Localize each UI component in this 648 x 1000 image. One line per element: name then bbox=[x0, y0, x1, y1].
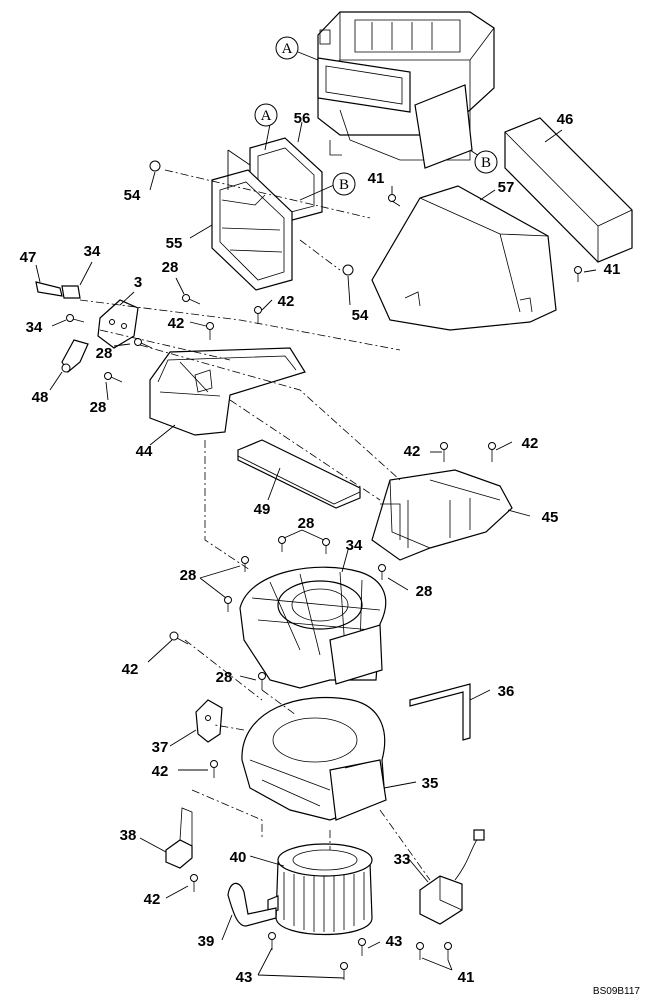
filter-49 bbox=[237, 439, 361, 509]
callout-57: 57 bbox=[498, 179, 515, 196]
callout-28: 28 bbox=[90, 399, 107, 416]
callout-41: 41 bbox=[458, 969, 475, 986]
ref-letter: A bbox=[261, 108, 272, 124]
callout-43: 43 bbox=[386, 933, 403, 950]
callout-42: 42 bbox=[144, 891, 161, 908]
drain-hose bbox=[227, 882, 277, 927]
ref-letter: B bbox=[339, 177, 349, 193]
ref-circle-b-top: B bbox=[474, 150, 498, 174]
callout-54: 54 bbox=[352, 307, 369, 324]
callout-47: 47 bbox=[20, 249, 37, 266]
leader-lines bbox=[35, 51, 597, 979]
callout-35: 35 bbox=[422, 775, 439, 792]
callout-28: 28 bbox=[96, 345, 113, 362]
callout-41: 41 bbox=[368, 170, 385, 187]
callout-33: 33 bbox=[394, 851, 411, 868]
damper-frame bbox=[149, 347, 306, 436]
ref-letter: A bbox=[282, 41, 293, 57]
callout-34: 34 bbox=[26, 319, 43, 336]
callout-42: 42 bbox=[168, 315, 185, 332]
assembly-lines bbox=[79, 169, 431, 881]
clip-48 bbox=[61, 339, 89, 373]
callout-42: 42 bbox=[404, 443, 421, 460]
callout-49: 49 bbox=[254, 501, 271, 518]
callout-42: 42 bbox=[152, 763, 169, 780]
callout-43: 43 bbox=[236, 969, 253, 986]
callout-54: 54 bbox=[124, 187, 141, 204]
blower-motor bbox=[267, 843, 373, 936]
callout-46: 46 bbox=[557, 111, 574, 128]
callout-28: 28 bbox=[180, 567, 197, 584]
reference-markers: A A B B bbox=[254, 36, 498, 196]
callout-44: 44 bbox=[136, 443, 153, 460]
callout-labels: 46 56 54 41 57 55 41 54 47 34 3 28 42 34… bbox=[20, 110, 621, 986]
bracket-3 bbox=[97, 299, 139, 349]
callout-48: 48 bbox=[32, 389, 49, 406]
callout-28: 28 bbox=[298, 515, 315, 532]
callout-37: 37 bbox=[152, 739, 169, 756]
bracket-38 bbox=[165, 807, 193, 869]
screws bbox=[66, 160, 582, 980]
callout-45: 45 bbox=[542, 509, 559, 526]
diagram-code: BS09B117 bbox=[593, 986, 641, 997]
ref-circle-a-top: A bbox=[275, 36, 299, 60]
upper-blower-case bbox=[239, 566, 387, 689]
callout-28: 28 bbox=[216, 669, 233, 686]
callout-42: 42 bbox=[278, 293, 295, 310]
callout-3: 3 bbox=[134, 274, 142, 291]
ref-circle-b-filter: B bbox=[332, 172, 356, 196]
damper-housing bbox=[371, 469, 513, 561]
bracket-37 bbox=[195, 699, 223, 743]
inlet-duct bbox=[371, 185, 557, 331]
callout-36: 36 bbox=[498, 683, 515, 700]
callout-42: 42 bbox=[522, 435, 539, 452]
air-filter bbox=[504, 117, 633, 263]
callout-56: 56 bbox=[294, 110, 311, 127]
callout-38: 38 bbox=[120, 827, 137, 844]
callout-40: 40 bbox=[230, 849, 247, 866]
callout-34: 34 bbox=[84, 243, 101, 260]
callout-34: 34 bbox=[346, 537, 363, 554]
callout-28: 28 bbox=[416, 583, 433, 600]
heater-core-housing bbox=[317, 11, 495, 169]
ref-circle-a-filter: A bbox=[254, 103, 278, 127]
callout-41: 41 bbox=[604, 261, 621, 278]
ref-letter: B bbox=[481, 155, 491, 171]
blower-resistor bbox=[419, 829, 485, 925]
filter-frame bbox=[211, 137, 323, 291]
callout-28: 28 bbox=[162, 259, 179, 276]
lower-blower-case bbox=[241, 696, 387, 821]
seal-36 bbox=[409, 683, 471, 741]
callout-42: 42 bbox=[122, 661, 139, 678]
callout-55: 55 bbox=[166, 235, 183, 252]
connector-47 bbox=[35, 281, 81, 299]
callout-39: 39 bbox=[198, 933, 215, 950]
